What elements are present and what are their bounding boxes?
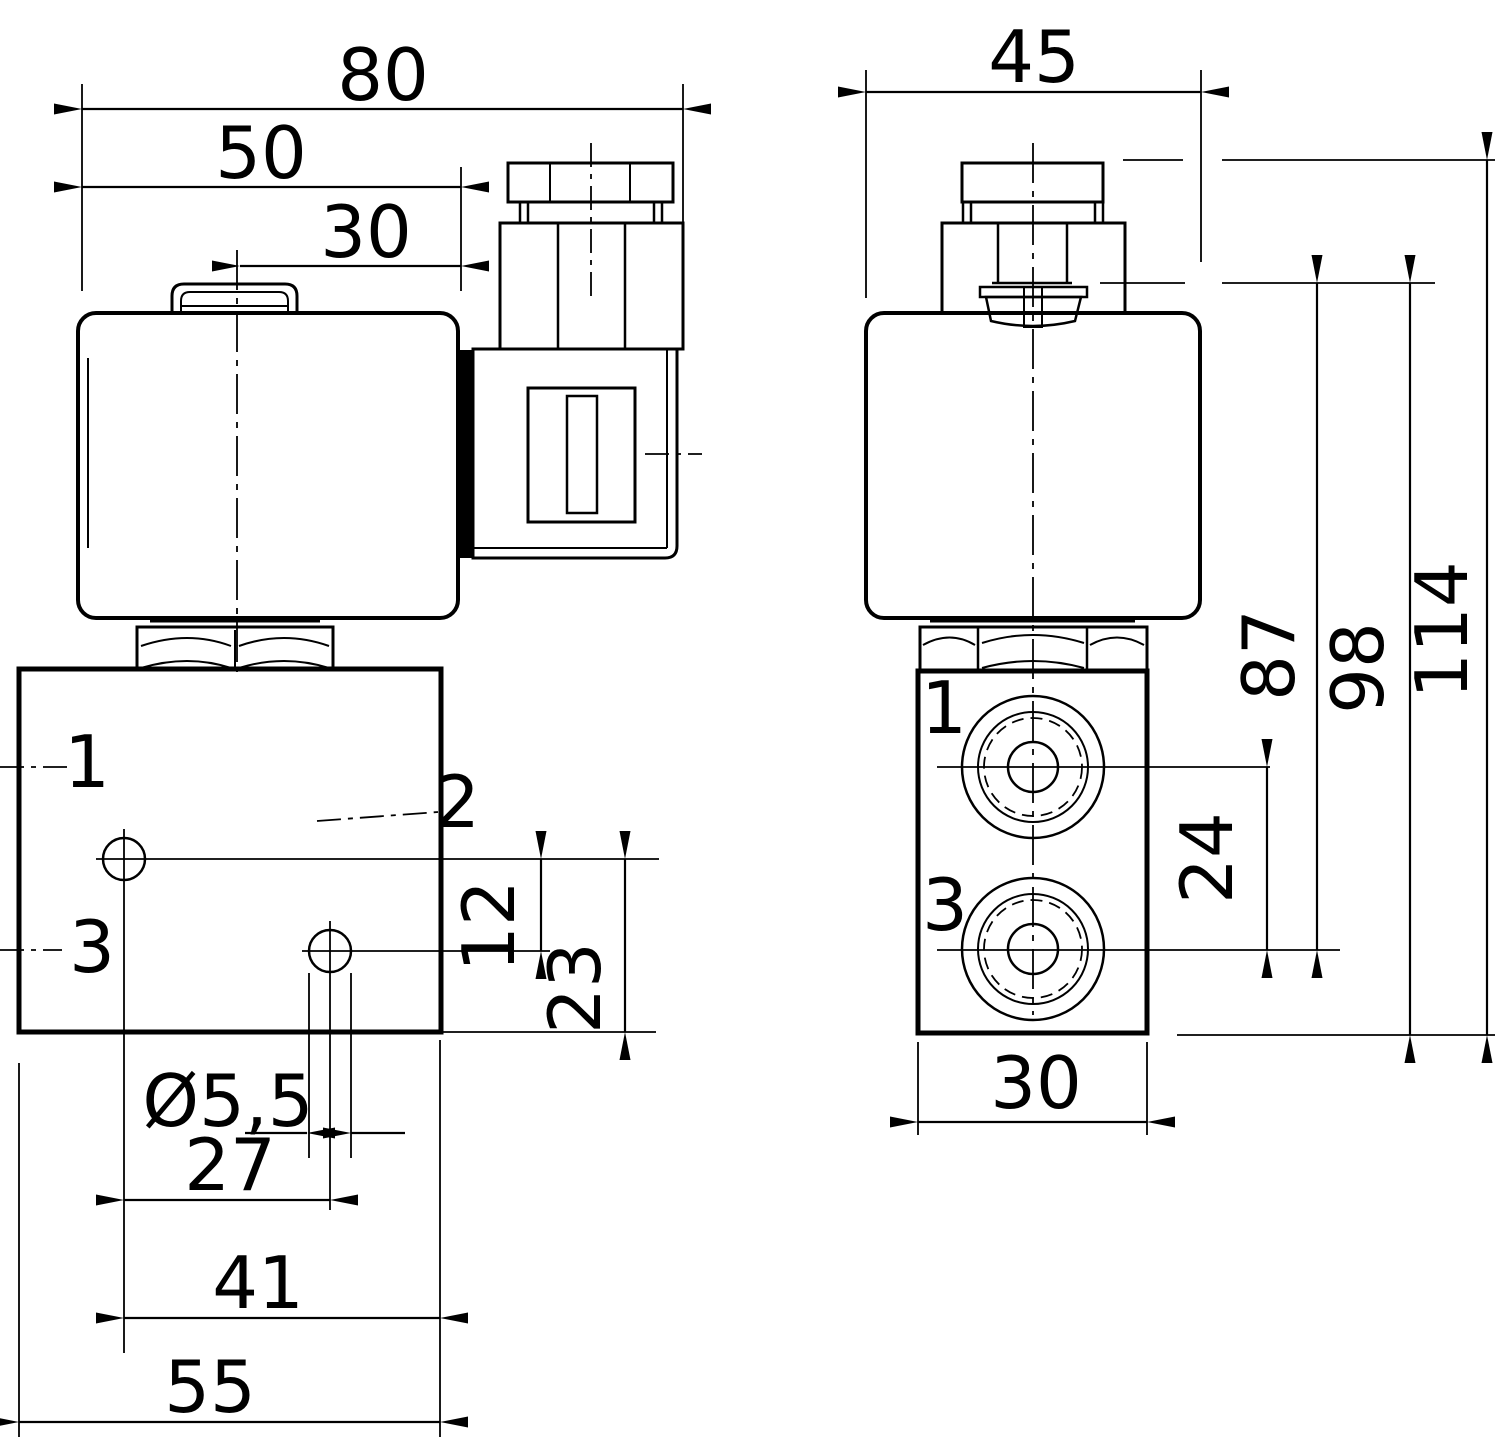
housing-window-slot [565,394,599,515]
dim-27-label: 27 [184,1123,276,1207]
coil-body-side [76,311,460,620]
port-2-label-left: 2 [434,760,480,844]
screw-post-front-right [1093,200,1105,225]
left-view-dimensions: 80 50 30 12 23 Ø5,5 27 41 55 [0,33,711,1437]
nut-front-arc-1 [922,636,976,646]
dim-24-label: 24 [1165,812,1249,904]
coil-top-tab-outer [170,282,299,313]
right-front-view: 1 3 [864,143,1340,1036]
screw-post-right [652,200,664,225]
dim-30-top-label: 30 [320,190,412,274]
connector-housing-side [471,347,679,560]
port-3-label-right: 3 [922,863,968,947]
coil-top-tab-inner [180,291,289,313]
dim-12-label: 12 [447,880,531,972]
dim-114-label: 114 [1400,561,1484,698]
nut-chamfer-arc-2 [238,637,330,647]
dim-80-label: 80 [337,33,429,117]
port-3-label-left: 3 [69,905,115,989]
dim-30-bottom-label: 30 [990,1041,1082,1125]
dim-23-label: 23 [533,942,617,1034]
valve-body-side [16,666,444,1035]
connector-coil-interface-bar [460,350,473,558]
dim-55-label: 55 [164,1345,256,1429]
nut-chamfer-arc-3 [140,660,232,669]
port-1-label-right: 1 [921,666,967,750]
nut-front-arc-2 [981,634,1085,644]
screw-post-front-left [961,200,973,225]
nut-chamfer-arc-4 [238,660,330,669]
port-1-label-left: 1 [64,720,110,804]
dim-50-label: 50 [215,111,307,195]
left-side-view: 1 2 3 [0,143,702,1353]
plug-dome [984,295,1083,328]
dim-5-5-label: Ø5,5 [142,1059,313,1143]
right-view-dimensions: 45 24 87 98 114 30 [838,15,1495,1135]
nut-front-arc-3 [1089,636,1145,646]
screw-post-left [518,200,530,225]
dim-45-label: 45 [988,15,1080,99]
dim-98-label: 98 [1316,622,1400,714]
housing-window [526,386,637,524]
port-2-leader [316,811,439,822]
nut-chamfer-arc-1 [140,637,232,647]
dim-41-label: 41 [212,1241,304,1325]
dim-87-label: 87 [1227,609,1311,701]
